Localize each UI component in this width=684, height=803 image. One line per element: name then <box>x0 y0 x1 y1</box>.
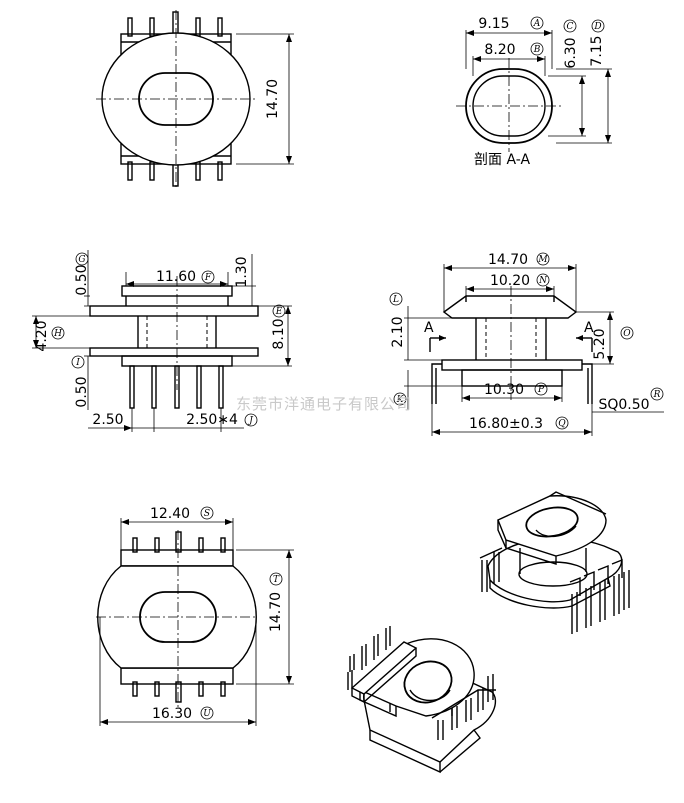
section-a-a: 9.15 A 8.20 B 6.30 C 7.15 D 剖面 A-A <box>456 16 612 168</box>
front-view-pins <box>129 365 224 409</box>
dim-front-top-gap: 1.30 <box>234 256 250 287</box>
dim-pin-size: SQ0.50 <box>598 397 649 413</box>
dim-front-inner-width: 11.60 <box>156 269 196 285</box>
dim-bottom-width-bottom: 16.30 <box>152 706 192 722</box>
marker-o: O <box>623 329 631 339</box>
dim-bottom-width-top: 12.40 <box>150 506 190 522</box>
bottom-view-pins-lower <box>132 681 226 703</box>
marker-r: R <box>653 390 661 400</box>
marker-b: B <box>533 45 541 55</box>
dim-section-width-outer: 9.15 <box>478 16 509 32</box>
marker-f: F <box>204 273 212 283</box>
marker-n: N <box>538 276 548 286</box>
dim-side-total-width: 14.70 <box>488 252 528 268</box>
marker-m: M <box>537 255 548 265</box>
side-view: A A 14.70 M 10.20 N L 2.10 K 5.20 O <box>389 252 664 436</box>
dim-side-inner-width: 10.20 <box>490 273 530 289</box>
marker-t: T <box>273 575 280 585</box>
section-caption: 剖面 A-A <box>474 152 530 168</box>
dim-pin-offset: 2.50 <box>92 412 123 428</box>
marker-l: L <box>392 295 399 305</box>
dim-top-height: 14.70 <box>265 79 281 119</box>
front-view: 11.60 F 0.50 G 1.30 8.10 E 4.20 H 0.50 I… <box>32 250 292 432</box>
marker-u: U <box>203 709 211 719</box>
marker-e: E <box>275 307 283 317</box>
marker-a: A <box>533 19 541 29</box>
dim-front-overall-height: 8.10 <box>271 318 287 349</box>
marker-j: J <box>247 416 254 426</box>
dim-bottom-height: 14.70 <box>268 592 284 632</box>
section-arrow-left: A <box>424 320 434 336</box>
marker-c: C <box>567 22 574 32</box>
dim-side-pin-span: 16.80±0.3 <box>469 416 543 432</box>
dim-section-height-outer: 7.15 <box>589 35 605 66</box>
marker-h: H <box>53 329 62 339</box>
marker-g: G <box>78 255 85 265</box>
marker-i: I <box>75 358 80 368</box>
dim-front-flange-bottom: 0.50 <box>74 376 90 407</box>
isometric-view-upper <box>479 491 630 634</box>
marker-s: S <box>204 509 210 519</box>
top-view: 14.70 <box>96 10 294 190</box>
dim-section-height-inner: 6.30 <box>563 37 579 68</box>
bottom-view-pins-upper <box>132 531 226 553</box>
dim-front-core-height: 4.20 <box>34 320 50 351</box>
dim-section-width-inner: 8.20 <box>484 42 515 58</box>
section-arrow-right: A <box>584 320 594 336</box>
marker-p: P <box>537 385 545 395</box>
marker-d: D <box>593 22 601 32</box>
isometric-view-lower <box>347 626 497 774</box>
marker-k: K <box>396 395 405 405</box>
marker-q: Q <box>558 419 566 429</box>
dim-front-flange-top: 0.50 <box>74 264 90 295</box>
dim-pin-pitch: 2.50∗4 <box>186 412 238 428</box>
dim-side-base-width: 10.30 <box>484 382 524 398</box>
dim-side-step-height: 2.10 <box>390 316 406 347</box>
dim-side-body-height: 5.20 <box>592 328 608 359</box>
bottom-view: 12.40 S 14.70 T 16.30 U <box>96 506 294 726</box>
watermark: 东莞市洋通电子有限公司 <box>236 395 412 413</box>
